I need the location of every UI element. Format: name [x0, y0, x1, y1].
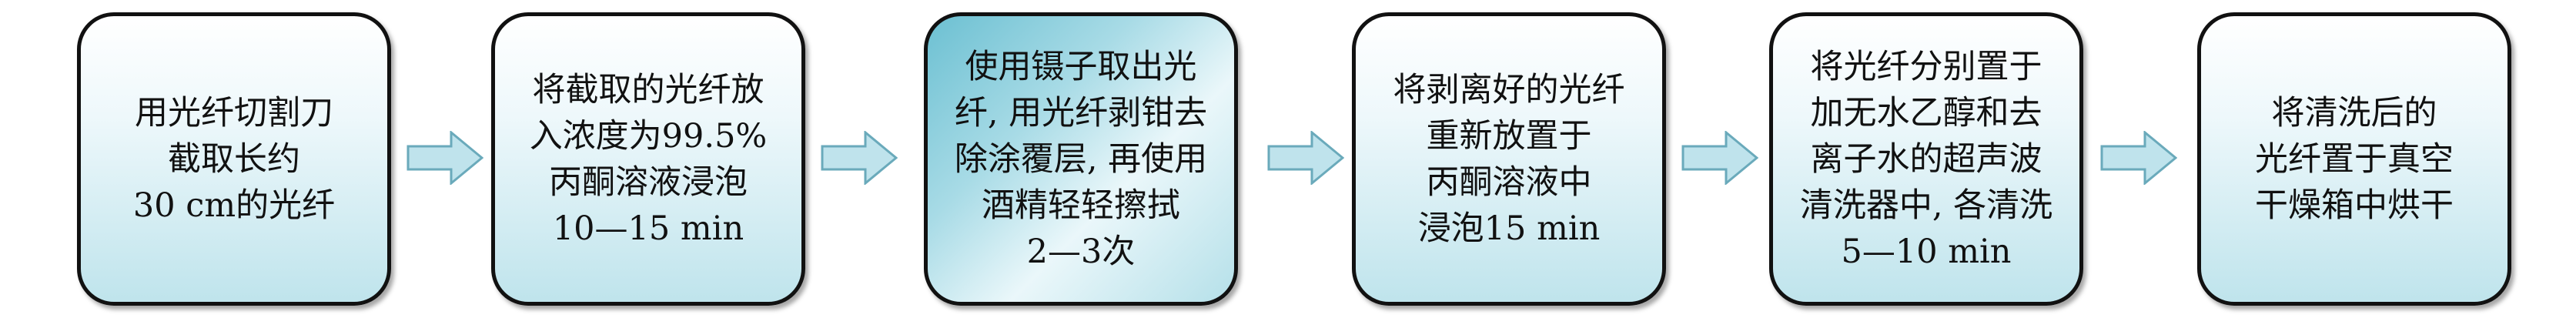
arrow-right-icon — [2100, 131, 2177, 185]
step-2-text: 将截取的光纤放 入浓度为99.5% 丙酮溶液浸泡 10—15 min — [529, 70, 768, 248]
arrow-right-icon — [821, 131, 898, 185]
arrow-right-icon — [1267, 131, 1344, 185]
arrow-right-icon — [1681, 131, 1758, 185]
step-6-text: 将清洗后的 光纤置于真空 干燥箱中烘干 — [2255, 93, 2454, 225]
step-6-box: 将清洗后的 光纤置于真空 干燥箱中烘干 — [2197, 12, 2511, 306]
step-4-text: 将剥离好的光纤 重新放置于 丙酮溶液中 浸泡15 min — [1393, 70, 1625, 248]
step-5-text: 将光纤分别置于 加无水乙醇和去 离子水的超声波 清洗器中, 各清洗 5—10 m… — [1799, 47, 2053, 271]
step-1-text: 用光纤切割刀 截取长约 30 cm的光纤 — [132, 93, 336, 225]
step-5-box: 将光纤分别置于 加无水乙醇和去 离子水的超声波 清洗器中, 各清洗 5—10 m… — [1769, 12, 2083, 306]
step-1-box: 用光纤切割刀 截取长约 30 cm的光纤 — [77, 12, 391, 306]
step-3-text: 使用镊子取出光 纤, 用光纤剥钳去 除涂覆层, 再使用 酒精轻轻擦拭 2—3次 — [954, 47, 1208, 271]
step-2-box: 将截取的光纤放 入浓度为99.5% 丙酮溶液浸泡 10—15 min — [491, 12, 805, 306]
step-3-box: 使用镊子取出光 纤, 用光纤剥钳去 除涂覆层, 再使用 酒精轻轻擦拭 2—3次 — [924, 12, 1238, 306]
step-4-box: 将剥离好的光纤 重新放置于 丙酮溶液中 浸泡15 min — [1352, 12, 1666, 306]
arrow-right-icon — [406, 131, 483, 185]
